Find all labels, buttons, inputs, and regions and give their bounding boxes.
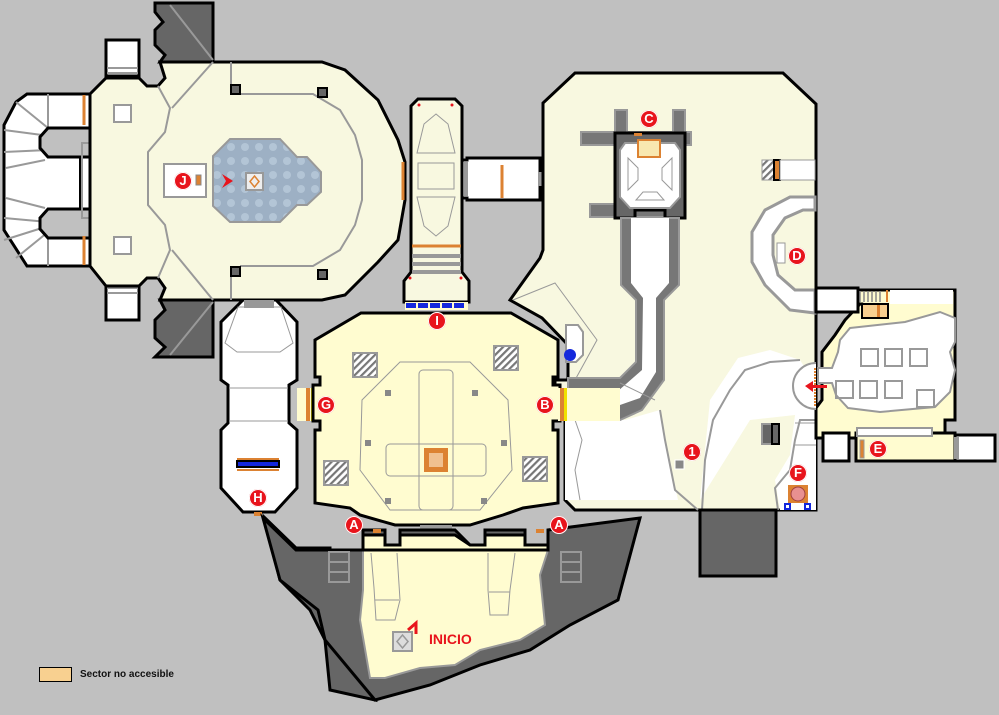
central-hall bbox=[311, 311, 562, 535]
c-tower bbox=[567, 109, 692, 421]
southeast-pit bbox=[698, 508, 778, 578]
water-pool bbox=[212, 138, 322, 223]
east-wing bbox=[792, 286, 957, 440]
marker-a-left: A bbox=[345, 516, 363, 534]
legend: Sector no accesible bbox=[39, 667, 174, 682]
b-door-passage bbox=[558, 388, 620, 421]
east-connector-corridor bbox=[460, 156, 544, 202]
blue-key-alcove bbox=[564, 324, 584, 363]
marker-h: H bbox=[249, 489, 267, 507]
marker-b: B bbox=[536, 396, 554, 414]
north-cross-corridor bbox=[402, 97, 471, 310]
marker-d: D bbox=[788, 247, 806, 265]
marker-1: 1 bbox=[683, 443, 701, 461]
west-closet-north bbox=[104, 38, 141, 78]
marker-c: C bbox=[640, 110, 658, 128]
legend-swatch-not-accessible bbox=[39, 667, 72, 682]
player-start bbox=[392, 619, 418, 652]
west-stair-room bbox=[2, 92, 108, 268]
legend-label-not-accessible: Sector no accesible bbox=[80, 669, 174, 680]
north-pit-bottom bbox=[151, 298, 215, 359]
pentagram-icon bbox=[790, 486, 806, 502]
one-way-arrow-icon bbox=[805, 381, 827, 392]
marker-i: I bbox=[428, 312, 446, 330]
e-corridor bbox=[821, 427, 997, 463]
marker-e: E bbox=[869, 440, 887, 458]
marker-f: F bbox=[789, 464, 807, 482]
west-closet-south bbox=[104, 282, 141, 322]
north-pit-top bbox=[153, 1, 215, 64]
south-start-room bbox=[260, 513, 643, 702]
start-label: INICIO bbox=[429, 631, 472, 647]
west-column-rooms bbox=[219, 298, 299, 516]
marker-a-right: A bbox=[550, 516, 568, 534]
teleport-arrow-icon bbox=[222, 174, 233, 188]
blue-skull-key-icon bbox=[564, 349, 576, 361]
marker-g: G bbox=[317, 396, 335, 414]
item-1-box bbox=[674, 459, 685, 470]
f-exit bbox=[761, 423, 811, 510]
marker-j: J bbox=[174, 172, 192, 190]
d-alcove bbox=[750, 159, 817, 315]
start-direction-icon bbox=[407, 619, 418, 634]
